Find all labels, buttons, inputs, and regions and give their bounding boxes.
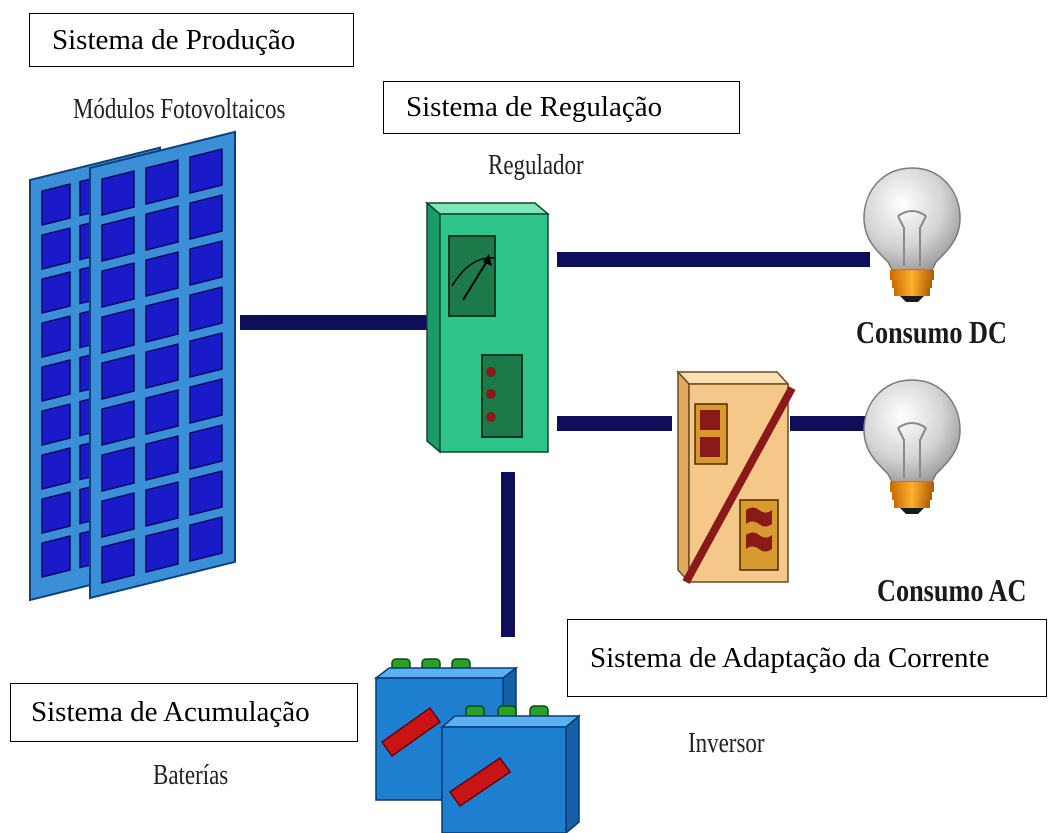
accumulation-system-box: Sistema de Acumulação bbox=[10, 683, 358, 742]
batteries bbox=[373, 658, 582, 833]
wiring bbox=[240, 252, 870, 637]
photovoltaic-modules bbox=[29, 130, 236, 602]
indicator-leds bbox=[481, 354, 523, 438]
inverter-label: Inversor bbox=[688, 728, 765, 759]
production-system-box: Sistema de Produção bbox=[29, 13, 354, 67]
current-adaptation-system-box: Sistema de Adaptação da Corrente bbox=[567, 619, 1047, 697]
ac-lightbulb-icon bbox=[863, 379, 961, 514]
ac-consumption-label: Consumo AC bbox=[877, 572, 1027, 608]
regulation-system-box: Sistema de Regulação bbox=[383, 81, 740, 134]
inverter-device bbox=[676, 370, 796, 584]
wire-regulator-to-battery bbox=[501, 472, 515, 637]
battery-front bbox=[439, 705, 582, 833]
gauge-meter bbox=[448, 235, 496, 317]
wire-regulator-to-dc-load bbox=[557, 252, 870, 267]
batteries-label: Baterías bbox=[153, 760, 229, 791]
solar-panel-front bbox=[89, 130, 236, 600]
regulator-label: Regulador bbox=[488, 150, 584, 181]
wire-inverter-to-ac-load bbox=[790, 416, 868, 431]
regulator-top bbox=[424, 202, 551, 215]
regulator-side bbox=[426, 201, 441, 454]
wire-regulator-to-inverter bbox=[557, 416, 672, 431]
dc-lightbulb-icon bbox=[863, 167, 961, 302]
modules-label: Módulos Fotovoltaicos bbox=[73, 94, 286, 125]
wire-panel-to-regulator bbox=[240, 315, 430, 330]
regulator-device bbox=[424, 201, 551, 454]
dc-consumption-label: Consumo DC bbox=[856, 314, 1007, 350]
